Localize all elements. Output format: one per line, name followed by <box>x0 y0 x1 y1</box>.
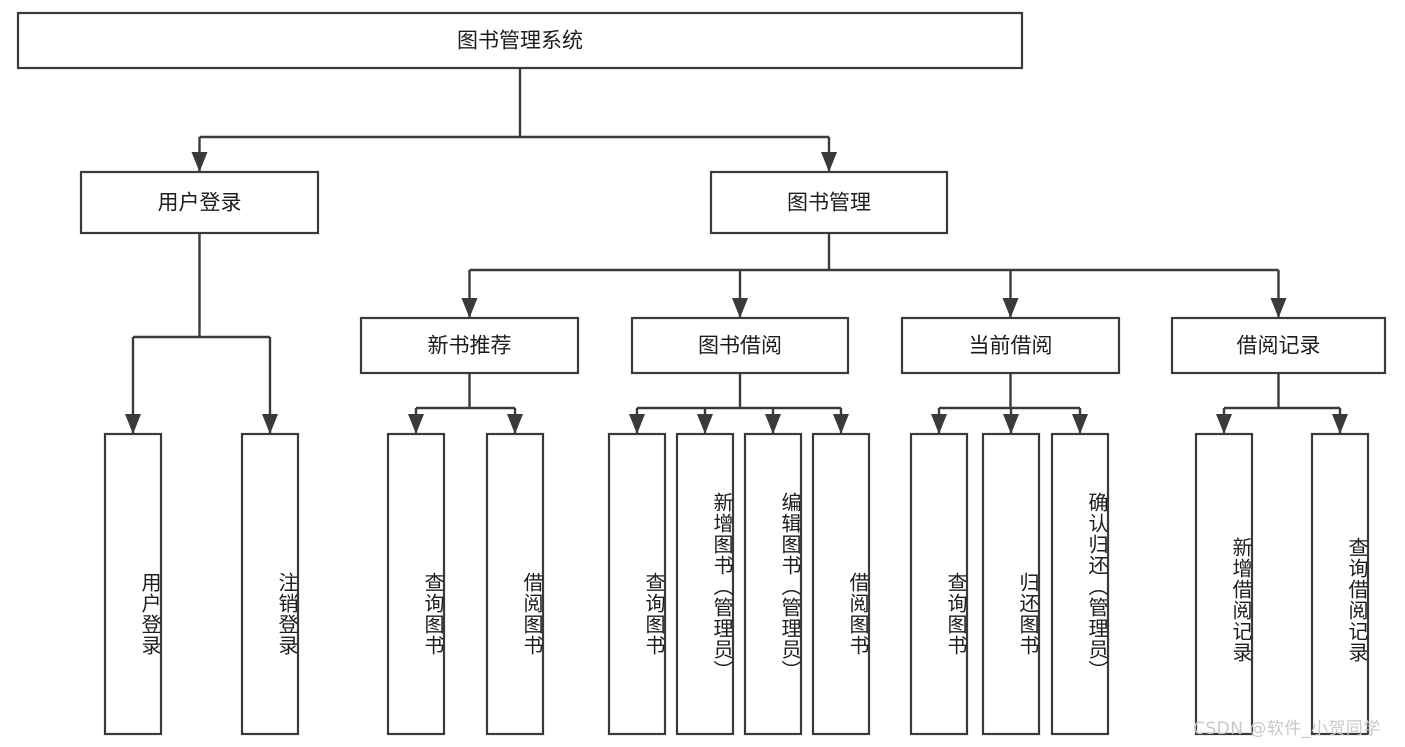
node-box-confirm-return-admin <box>1050 432 1110 736</box>
arrow-head-icon <box>1332 414 1348 434</box>
arrow-head-icon <box>408 414 424 434</box>
node-box-query-book <box>909 432 969 736</box>
arrow-head-icon <box>931 414 947 434</box>
connectors-layer <box>125 68 1348 434</box>
arrow-head-icon <box>732 298 748 318</box>
node-label-user-login: 用户登录 <box>158 191 242 215</box>
node-box-borrow-record <box>1170 316 1387 375</box>
arrow-head-icon <box>697 414 713 434</box>
node-box-user-login <box>79 170 320 235</box>
node-box-add-book-admin <box>675 432 735 736</box>
node-label-book-borrow: 图书借阅 <box>698 334 782 358</box>
node-box-query-book <box>386 432 446 736</box>
node-box-borrow-book <box>485 432 545 736</box>
arrow-head-icon <box>821 152 837 172</box>
node-box-return-book <box>981 432 1041 736</box>
csdn-watermark: CSDN @软件_小贺同学 <box>1193 719 1381 739</box>
node-box-current-borrow <box>900 316 1121 375</box>
arrow-head-icon <box>1072 414 1088 434</box>
node-label-book-management-system: 图书管理系统 <box>457 29 583 53</box>
arrow-head-icon <box>833 414 849 434</box>
arrow-head-icon <box>629 414 645 434</box>
node-box-add-borrow-record <box>1194 432 1254 736</box>
node-box-logout <box>240 432 300 736</box>
arrow-head-icon <box>507 414 523 434</box>
node-label-new-book-recommend: 新书推荐 <box>428 334 512 358</box>
arrow-head-icon <box>461 298 478 318</box>
node-label-book-management: 图书管理 <box>787 191 871 215</box>
node-box-query-borrow-record <box>1310 432 1370 736</box>
arrow-head-icon <box>1002 298 1019 318</box>
arrow-head-icon <box>765 414 781 434</box>
node-box-new-book-recommend <box>359 316 580 375</box>
arrow-head-icon <box>191 152 208 172</box>
arrow-head-icon <box>125 414 141 434</box>
arrow-head-icon <box>1216 414 1232 434</box>
node-label-current-borrow: 当前借阅 <box>969 334 1053 358</box>
node-box-user-login <box>103 432 163 736</box>
node-box-borrow-book <box>811 432 871 736</box>
node-label-borrow-record: 借阅记录 <box>1237 334 1321 358</box>
node-box-edit-book-admin <box>743 432 803 736</box>
node-box-book-borrow <box>630 316 850 375</box>
arrow-head-icon <box>1270 298 1287 318</box>
boxes-layer <box>16 11 1387 736</box>
arrow-head-icon <box>1003 414 1019 434</box>
arrow-head-icon <box>262 414 278 434</box>
node-box-query-book <box>607 432 667 736</box>
node-box-book-management-system <box>16 11 1024 70</box>
node-box-book-management <box>709 170 949 235</box>
